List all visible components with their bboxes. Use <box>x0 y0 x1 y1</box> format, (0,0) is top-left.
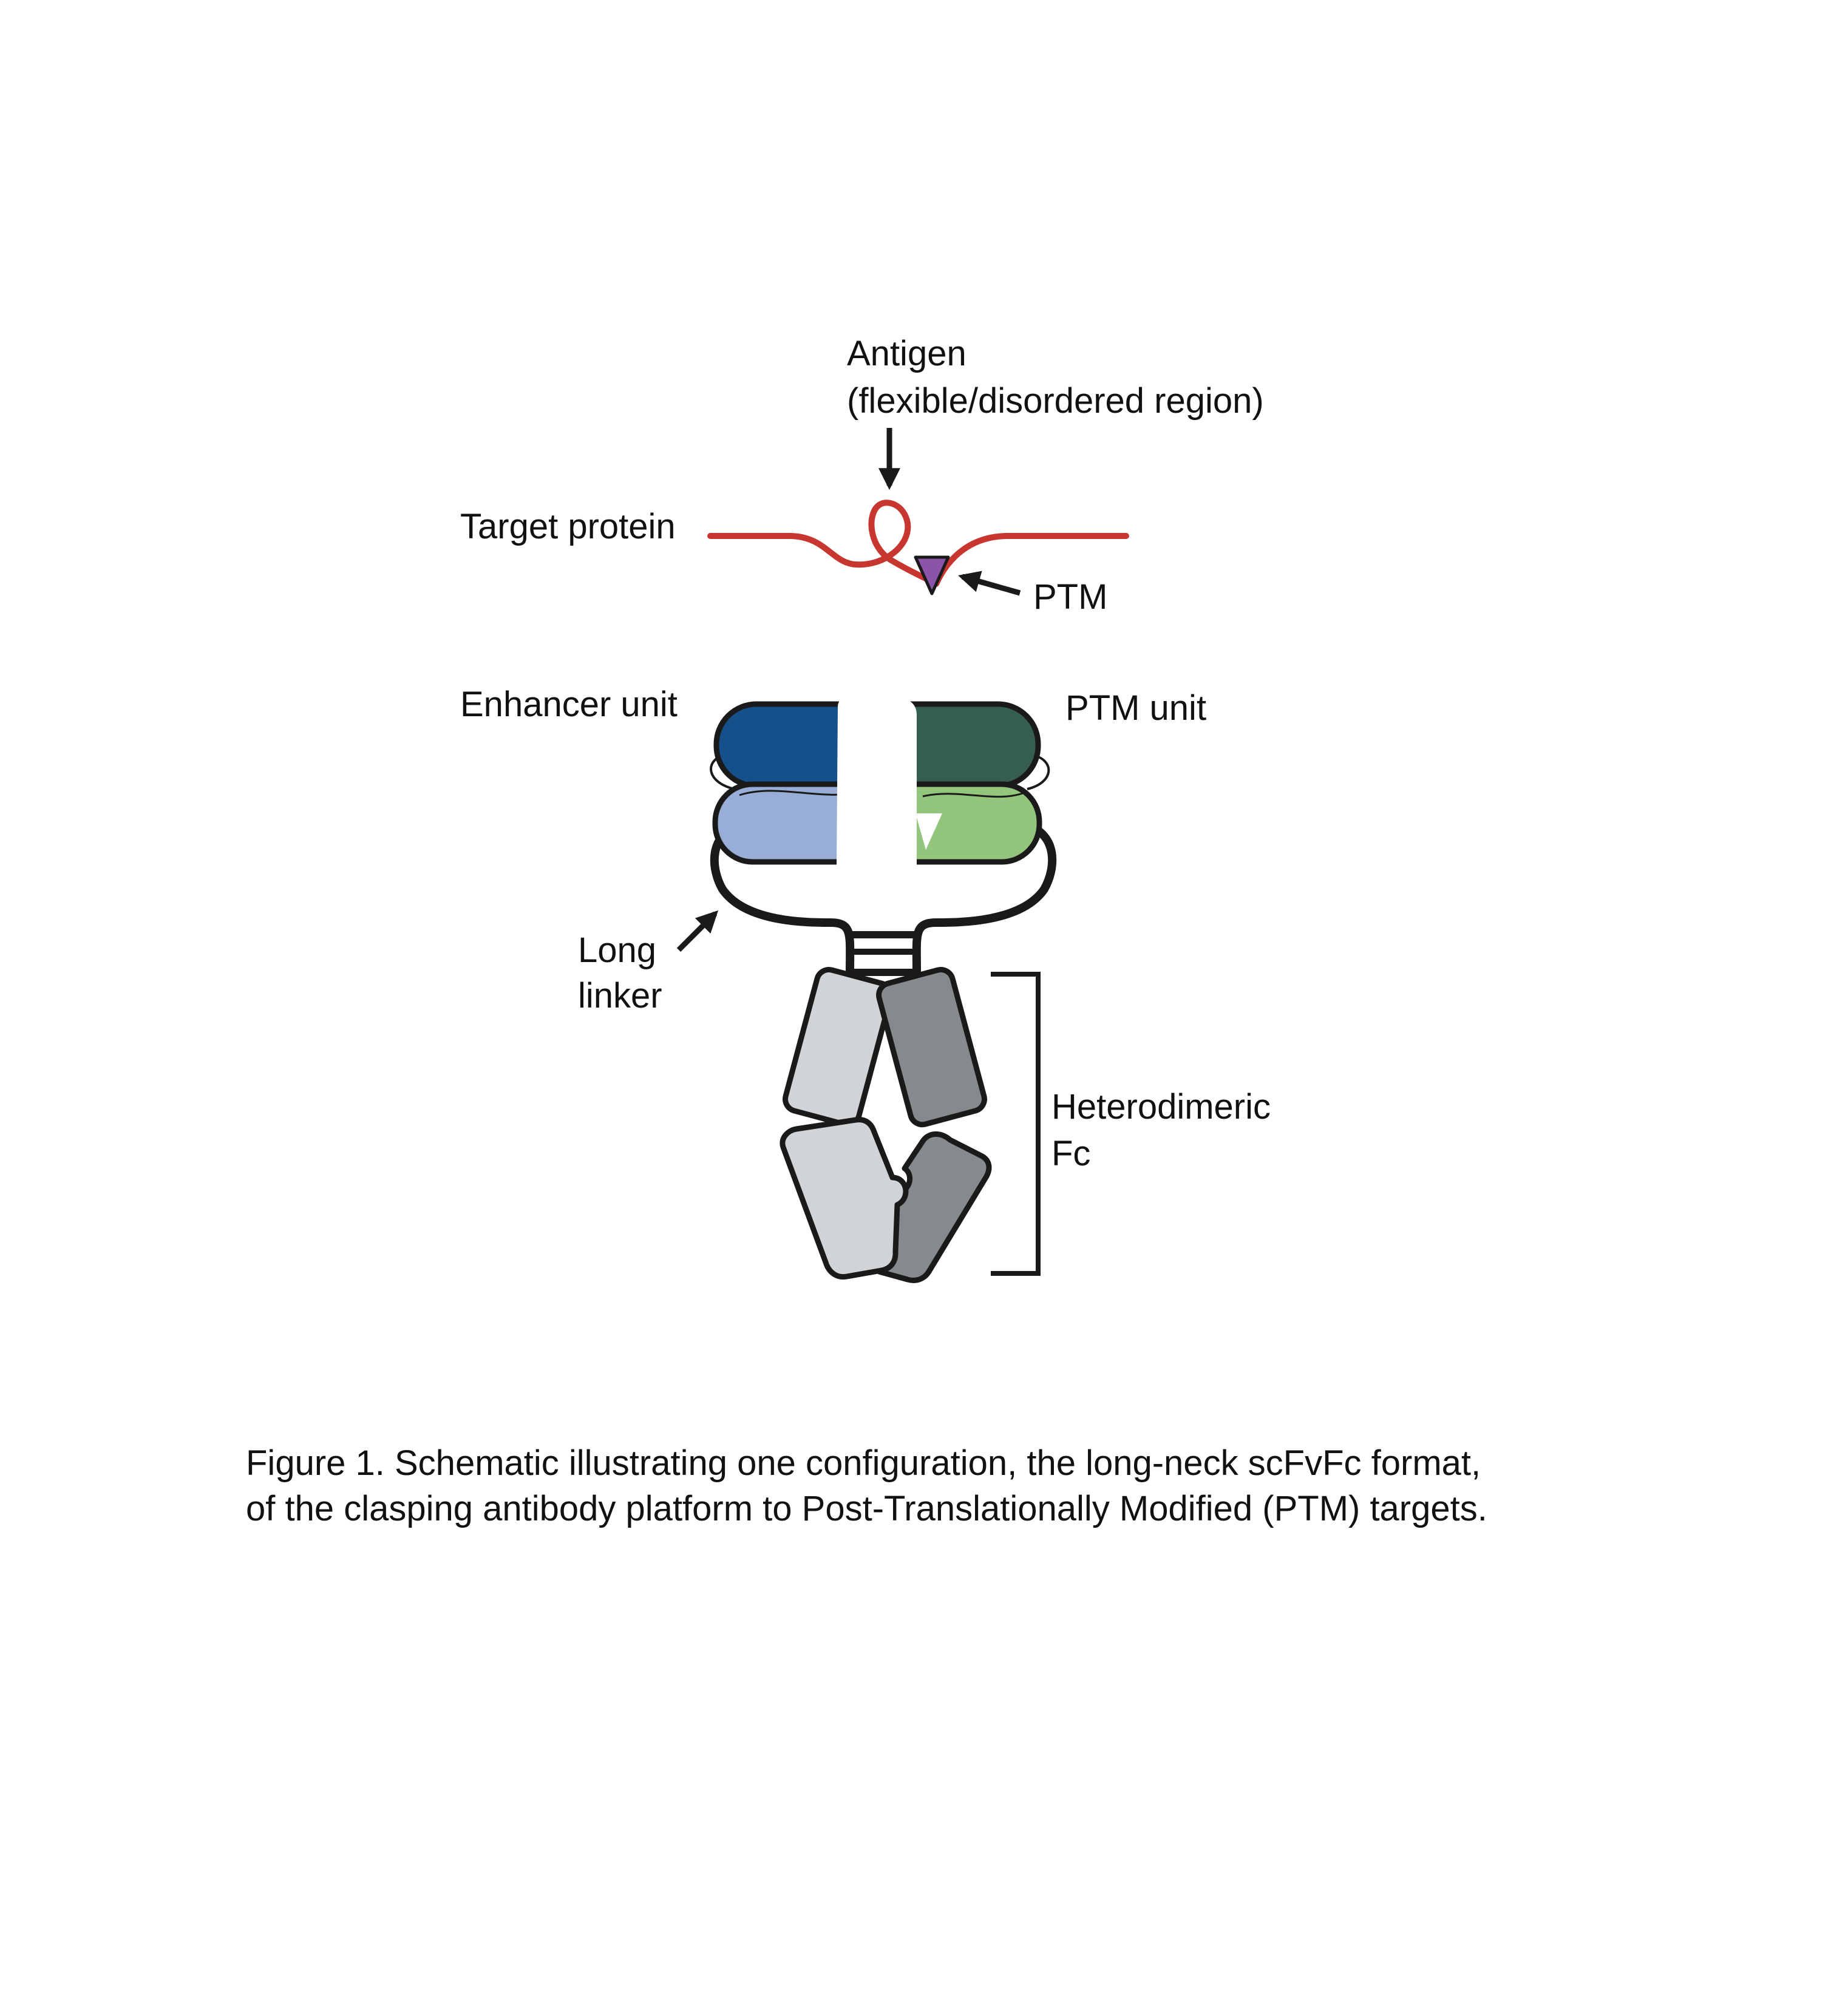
long-linker-sublabel: linker <box>578 976 662 1015</box>
ptm-binding-pocket <box>916 813 942 850</box>
ptm-unit-inner-loop <box>1027 754 1050 790</box>
figure-caption-line-1: Figure 1. Schematic illustrating one con… <box>246 1443 1481 1483</box>
fc-ch2-light <box>783 967 894 1128</box>
fc-ch3-light <box>780 1117 909 1280</box>
antigen-label: Antigen <box>847 334 966 373</box>
heterodimeric-fc-label: Heterodimeric <box>1051 1087 1271 1127</box>
enhancer-unit-label: Enhancer unit <box>460 685 678 724</box>
ptm-label: PTM <box>1033 577 1107 617</box>
ptm-triangle-icon <box>914 555 950 595</box>
fc-bracket <box>991 972 1041 1276</box>
ptm-unit-label: PTM unit <box>1065 688 1206 728</box>
figure-caption-line-2: of the clasping antibody platform to Pos… <box>246 1489 1487 1528</box>
binding-cleft <box>837 697 917 865</box>
ptm-arrow <box>958 571 1021 596</box>
target-protein-label: Target protein <box>460 507 676 546</box>
ptm-unit-domain-seam <box>922 791 1027 798</box>
long-linker-right <box>912 821 1057 975</box>
target-protein-strand <box>707 500 1129 587</box>
long-linker-arrow <box>676 910 719 952</box>
long-linker-label: Long <box>578 930 656 970</box>
long-linker <box>710 821 855 975</box>
antigen-sublabel: (flexible/disordered region) <box>847 381 1264 421</box>
fc-ch2-dark <box>876 967 987 1128</box>
heterodimeric-fc-sublabel: Fc <box>1051 1134 1090 1173</box>
fc-ch3-dark <box>876 1131 992 1283</box>
